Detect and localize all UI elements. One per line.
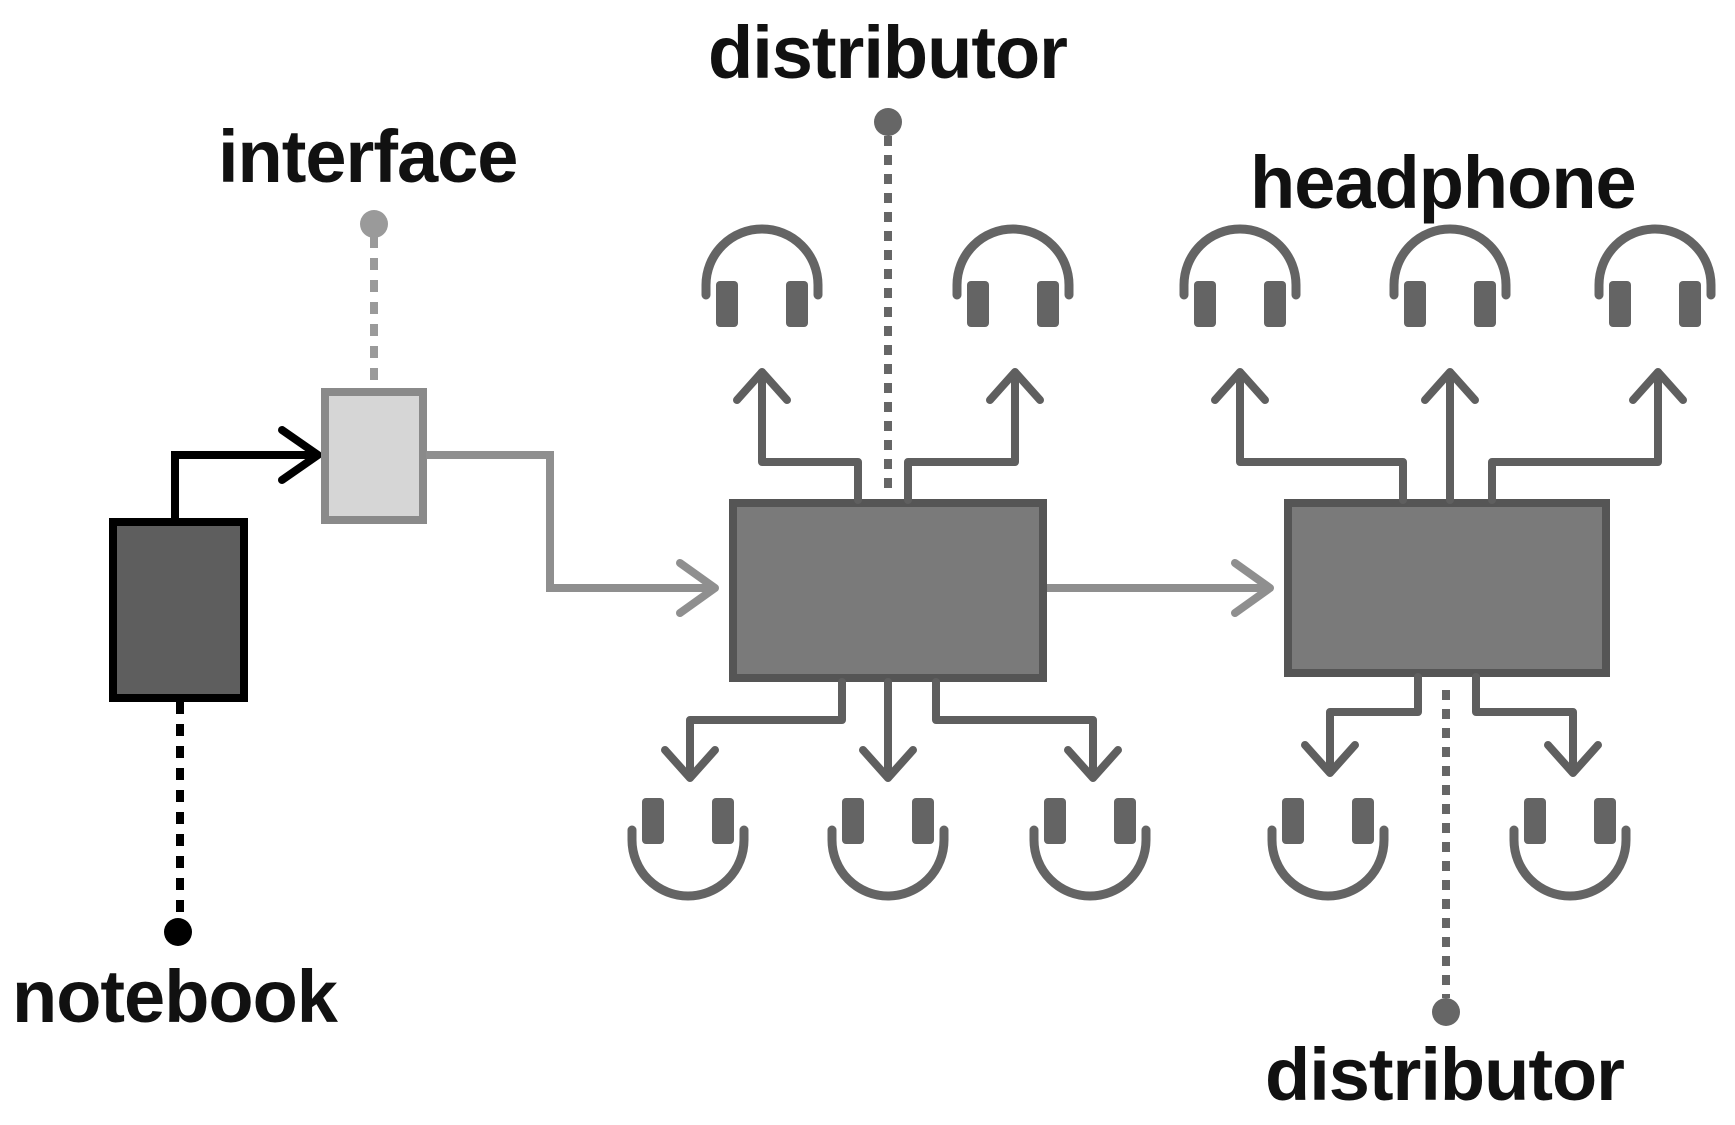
distributor-2 <box>1284 499 1610 677</box>
notebook-leader <box>164 702 192 946</box>
wire-interface-to-distributor-1 <box>426 451 719 617</box>
notebook-device <box>109 518 248 702</box>
headphone-icon <box>832 798 944 896</box>
headphone-icon <box>1514 798 1626 896</box>
distributor-2-outputs <box>1211 368 1687 777</box>
distributor-1 <box>729 499 1047 682</box>
wire-distributor-1-to-distributor-2 <box>1047 559 1274 617</box>
headphone-icon <box>1184 229 1296 327</box>
label-distributor-bottom: distributor <box>1265 1033 1624 1116</box>
headphone-icon <box>1599 229 1711 327</box>
interface-leader <box>360 210 388 388</box>
headphone-icon <box>632 798 744 896</box>
headphone-icon <box>1034 798 1146 896</box>
interface-device <box>321 388 427 524</box>
wire-notebook-to-interface <box>171 426 322 518</box>
distributor-1-leader <box>874 108 902 488</box>
headphone-icon <box>1272 798 1384 896</box>
label-interface: interface <box>218 115 517 198</box>
headphone-icon <box>1394 229 1506 327</box>
distributor-2-leader <box>1432 690 1460 1026</box>
label-notebook: notebook <box>12 955 339 1038</box>
headphone-icon <box>706 229 818 327</box>
label-headphone: headphone <box>1250 141 1636 224</box>
distributor-1-outputs <box>661 368 1122 782</box>
label-distributor-top: distributor <box>708 11 1067 94</box>
headphone-icon <box>957 229 1069 327</box>
